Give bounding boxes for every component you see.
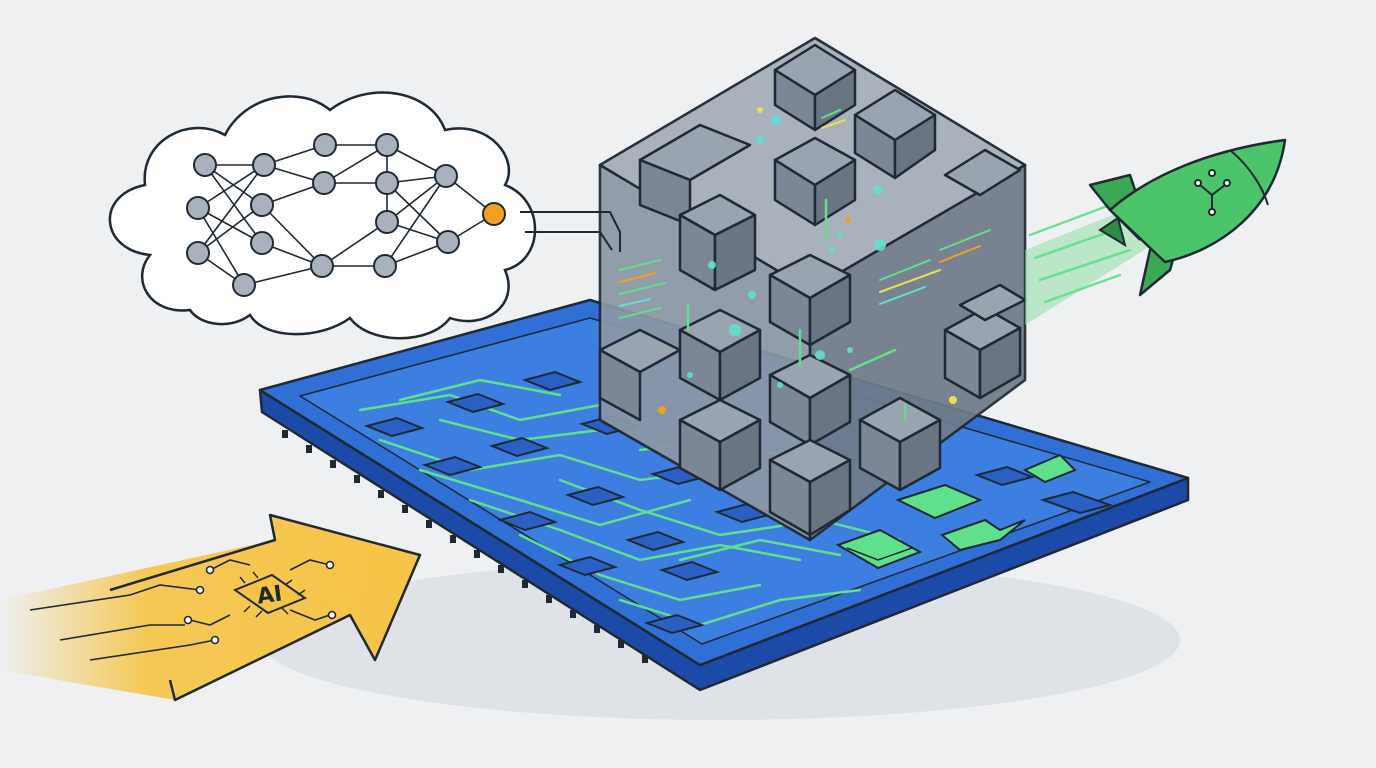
board-green-pads [835, 453, 1077, 570]
board-chips [363, 370, 1114, 635]
neural-network-cloud [108, 91, 621, 340]
cube-glow [619, 107, 991, 422]
ai-arrow: AI [0, 513, 422, 702]
board-pins [282, 430, 648, 663]
rocket [1025, 138, 1287, 325]
rocket-window-icon [1194, 169, 1231, 216]
ai-chip-icon [232, 571, 308, 618]
network-nodes [186, 133, 460, 297]
data-cube [598, 36, 1027, 542]
output-node [482, 202, 506, 226]
ai-chip-label: AI [255, 581, 283, 609]
